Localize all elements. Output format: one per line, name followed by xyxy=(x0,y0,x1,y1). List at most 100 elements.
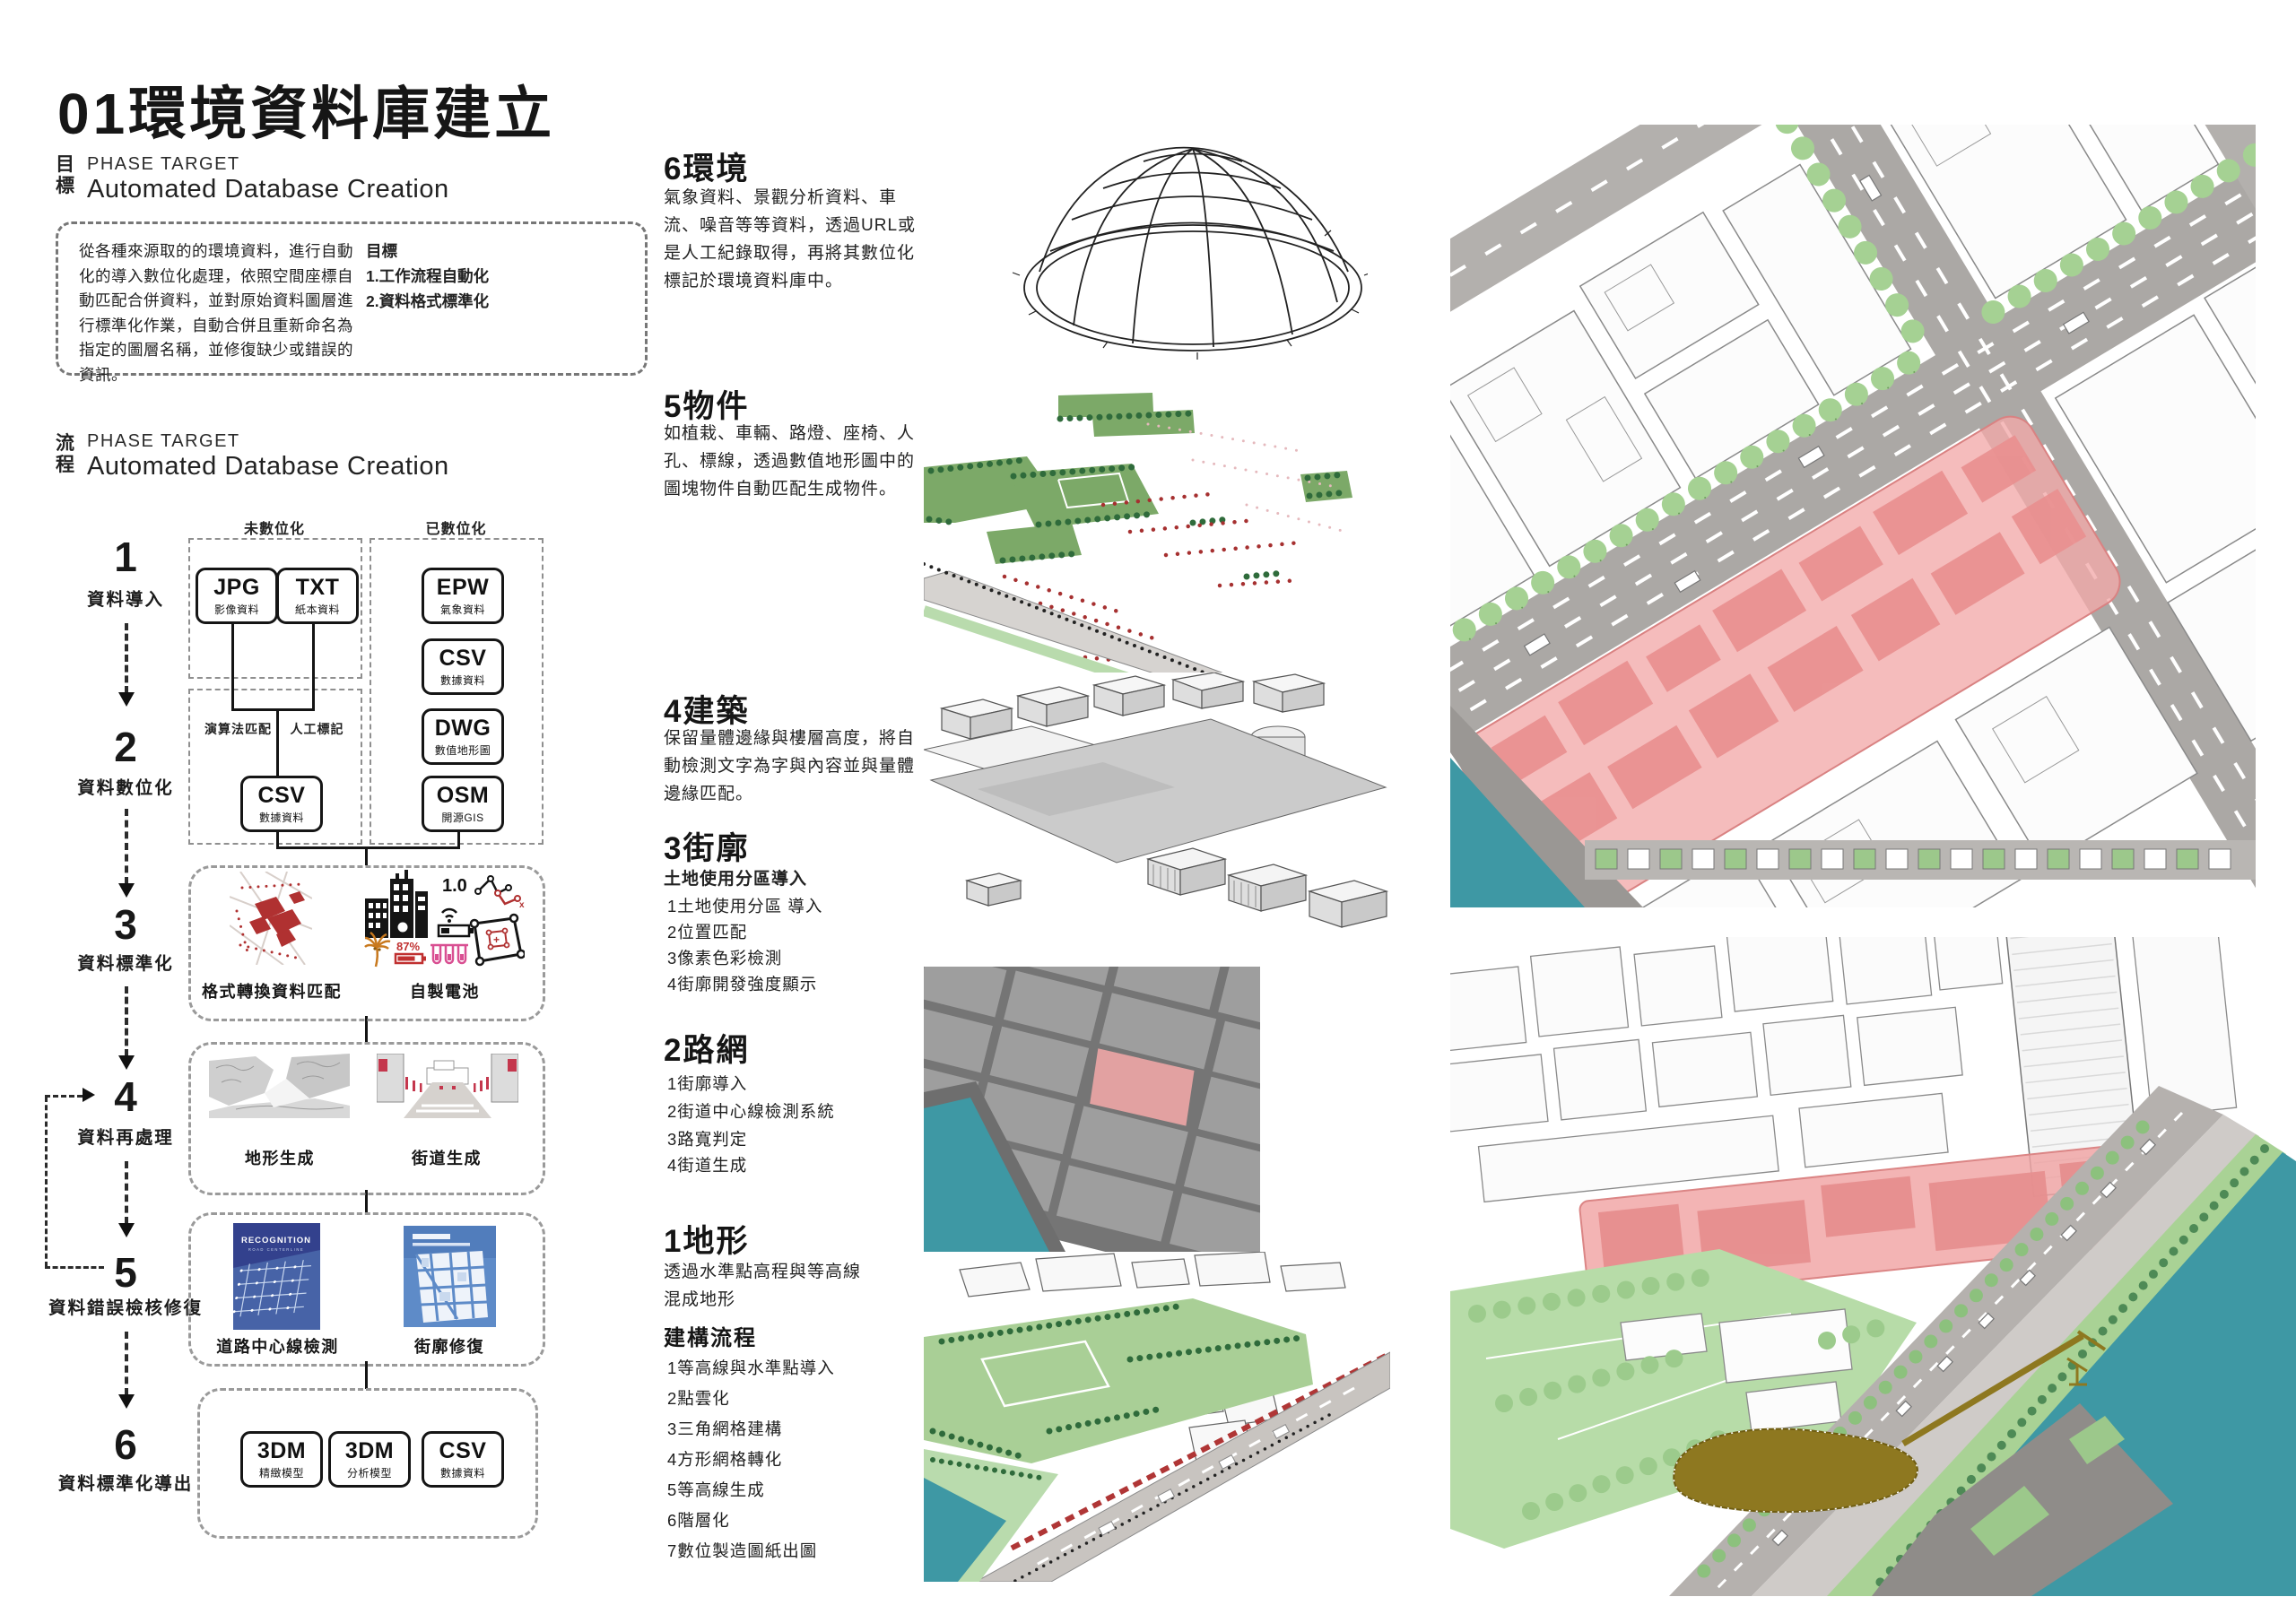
goals-title: 目標 xyxy=(366,242,397,260)
connector xyxy=(312,619,315,710)
green-verge xyxy=(924,605,1141,681)
step-5-number: 5 xyxy=(114,1249,137,1296)
jpg-desc: 影像資料 xyxy=(213,603,259,616)
undigitized-group-box xyxy=(188,538,362,679)
arrowhead-2-3 xyxy=(118,883,135,906)
svg-text:+: + xyxy=(493,933,500,946)
step-4-label: 資料再處理 xyxy=(77,1128,174,1148)
background-city xyxy=(1450,937,2238,1302)
road-centerline-image: RECOGNITION ROAD CENTERLINE xyxy=(233,1223,320,1330)
sports-field xyxy=(980,1340,1110,1408)
txt-desc: 紙本資料 xyxy=(294,603,340,616)
axon-cubes-bottom xyxy=(964,847,1389,928)
tree-rows xyxy=(929,1302,1304,1462)
process-side-label: 流程 xyxy=(56,433,74,475)
algorithm-branch-label: 演算法匹配 xyxy=(204,722,272,736)
step-5-label: 資料錯誤檢核修復 xyxy=(48,1298,203,1318)
water xyxy=(924,1098,1049,1252)
layer-2-item: 2街道中心線檢測系統 xyxy=(667,1102,835,1121)
arrow-3-4 xyxy=(125,986,128,1056)
road-network-image xyxy=(924,967,1260,1252)
step-6-label: 資料標準化導出 xyxy=(57,1474,194,1494)
city-icon xyxy=(365,870,428,938)
layer-2-item: 3路寬判定 xyxy=(667,1130,748,1149)
step-2-label: 資料數位化 xyxy=(77,778,174,798)
arrowhead-1-2 xyxy=(118,692,135,715)
target-side-label: 目標 xyxy=(56,154,74,196)
layer-1-item: 6階層化 xyxy=(667,1511,730,1530)
arrowhead-3-4 xyxy=(118,1055,135,1078)
step-3-number: 3 xyxy=(114,901,137,948)
arrow-5-6 xyxy=(125,1332,128,1395)
terrain-layer-image xyxy=(924,1252,1390,1582)
layer-1-item: 2點雲化 xyxy=(667,1389,730,1408)
centerline-grid xyxy=(233,1260,313,1317)
lane-dashes xyxy=(1031,1386,1355,1569)
road-band xyxy=(974,1351,1390,1582)
subtitle-bar xyxy=(413,1243,470,1246)
dm1-desc: 精緻模型 xyxy=(258,1467,304,1480)
parcel-icon: + xyxy=(469,913,525,967)
format-box-osm: OSM 開源GIS xyxy=(422,776,504,832)
layer-3-item: 2位置匹配 xyxy=(667,923,748,942)
window-hatch xyxy=(1152,864,1257,907)
layer-1-body: 透過水準點高程與等高線混成地形 xyxy=(664,1263,862,1309)
park xyxy=(924,1298,1313,1463)
connector xyxy=(365,1016,368,1043)
step-4-number: 4 xyxy=(114,1073,137,1120)
node-graph-icon: x xyxy=(474,875,525,910)
format-box-jpg: JPG 影像資料 xyxy=(196,568,278,624)
layer-1-item: 4方形網格轉化 xyxy=(667,1450,783,1469)
step-1-number: 1 xyxy=(114,534,137,580)
dm1-code: 3DM xyxy=(257,1438,307,1463)
street-lines xyxy=(230,872,312,965)
layer-1-item: 1等高線與水準點導入 xyxy=(667,1358,835,1377)
cars xyxy=(1523,174,2090,656)
layer-6-body: 氣象資料、景觀分析資料、車流、噪音等等資料，透過URL或是人工紀錄取得，再將其數… xyxy=(664,188,917,291)
format-box-csv-digitized: CSV 數據資料 xyxy=(240,776,323,832)
wifi-icon xyxy=(441,907,457,918)
layer-6-header: 6環境 xyxy=(664,152,750,187)
target-paragraph: 從各種來源取的的環境資料，進行自動化的導入數位化處理，依照空間座標自動匹配合併資… xyxy=(79,242,353,384)
layer-4-body: 保留量體邊緣與樓層高度，將自動檢測文字為字與內容並與量體邊緣匹配。 xyxy=(664,729,916,803)
connector xyxy=(231,619,234,710)
connector xyxy=(365,1361,368,1389)
connector xyxy=(276,710,279,776)
feedback-loop-bottom xyxy=(45,1266,104,1269)
plate-shadow xyxy=(978,762,1175,816)
layer-5-body: 如植栽、車輛、路燈、座椅、人孔、標線，透過數值地形圖中的圖塊物件自動匹配生成物件… xyxy=(664,424,916,499)
step-6-number: 6 xyxy=(114,1421,137,1468)
dwg-desc: 數值地形圖 xyxy=(434,744,491,757)
stage-4-box xyxy=(188,1042,545,1195)
connector xyxy=(276,826,279,849)
arrow-1-2 xyxy=(125,623,128,693)
target-heading: Automated Database Creation xyxy=(87,175,449,204)
building-layer-image xyxy=(924,673,1390,937)
terrain-sketch-lines xyxy=(215,1061,344,1110)
street-generation-image xyxy=(377,1054,518,1118)
city-grid xyxy=(1450,125,2256,907)
target-description-box: 從各種來源取的的環境資料，進行自動化的導入數位化處理，依照空間座標自動匹配合併資… xyxy=(56,221,648,384)
crosswalk xyxy=(416,1104,479,1113)
campus-buildings xyxy=(1620,1308,1853,1433)
digitize-step-box xyxy=(188,689,362,845)
format-box-epw: EPW 氣象資料 xyxy=(422,568,504,624)
csv2-desc: 數據資料 xyxy=(258,812,304,824)
recognition-title: RECOGNITION xyxy=(241,1236,311,1245)
layer-3-item: 3像素色彩檢測 xyxy=(667,949,783,968)
page-title: 01環境資料庫建立 xyxy=(57,82,556,146)
axon-cubes-top xyxy=(939,673,1326,740)
stage-3-box xyxy=(188,865,545,1021)
connector xyxy=(365,1190,368,1213)
gold-platform-edge xyxy=(1673,1428,1918,1513)
field-lines xyxy=(1057,472,1130,509)
csv3-desc: 數據資料 xyxy=(439,1467,485,1480)
epw-desc: 氣象資料 xyxy=(439,603,485,616)
battery-icon xyxy=(437,924,474,938)
recognition-subtitle: ROAD CENTERLINE xyxy=(248,1247,304,1252)
block-fix-caption: 街廓修復 xyxy=(414,1338,484,1356)
digitized-label: 已數位化 xyxy=(425,522,487,537)
dm2-code: 3DM xyxy=(344,1438,395,1463)
jpg-code: JPG xyxy=(213,575,260,600)
test-tubes-icon xyxy=(430,943,468,965)
